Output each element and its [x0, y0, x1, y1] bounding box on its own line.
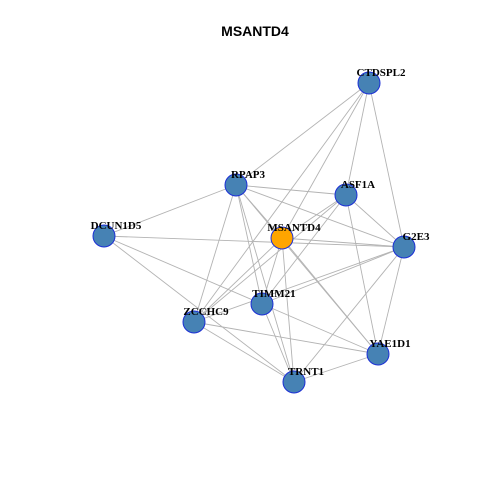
node-label-ctdspl2: CTDSPL2 — [357, 67, 406, 79]
edge-msantd4-trnt1 — [281, 237, 295, 383]
edge-asf1a-timm21 — [261, 194, 347, 305]
edge-rpap3-dcun1d5 — [103, 184, 237, 237]
node-label-timm21: TIMM21 — [252, 288, 295, 300]
edge-ctdspl2-zcchc9 — [193, 82, 370, 323]
node-label-yae1d1: YAE1D1 — [369, 338, 410, 350]
node-zcchc9[interactable] — [182, 310, 206, 334]
node-g2e3[interactable] — [392, 235, 416, 259]
edge-asf1a-zcchc9 — [193, 194, 347, 323]
edge-rpap3-timm21 — [235, 184, 263, 305]
node-asf1a[interactable] — [334, 183, 358, 207]
edge-ctdspl2-asf1a — [345, 82, 370, 196]
edge-rpap3-g2e3 — [235, 184, 405, 248]
edge-ctdspl2-msantd4 — [281, 82, 370, 239]
edge-asf1a-g2e3 — [345, 194, 405, 248]
edge-timm21-yae1d1 — [261, 303, 379, 355]
node-msantd4[interactable] — [270, 226, 294, 250]
edge-asf1a-yae1d1 — [345, 194, 379, 355]
node-timm21[interactable] — [250, 292, 274, 316]
node-label-g2e3: G2E3 — [403, 231, 430, 243]
edge-dcun1d5-g2e3 — [103, 235, 405, 248]
edge-ctdspl2-rpap3 — [235, 82, 370, 186]
edge-msantd4-g2e3 — [281, 237, 405, 248]
node-label-dcun1d5: DCUN1D5 — [91, 220, 142, 232]
node-ctdspl2[interactable] — [357, 71, 381, 95]
edge-g2e3-zcchc9 — [193, 246, 405, 323]
edge-asf1a-msantd4 — [281, 194, 347, 239]
edge-msantd4-yae1d1 — [281, 237, 379, 355]
edge-zcchc9-trnt1 — [193, 321, 295, 383]
edge-rpap3-trnt1 — [235, 184, 295, 383]
node-yae1d1[interactable] — [366, 342, 390, 366]
edge-g2e3-trnt1 — [293, 246, 405, 383]
node-trnt1[interactable] — [282, 370, 306, 394]
edge-trnt1-yae1d1 — [293, 353, 379, 383]
edge-dcun1d5-trnt1 — [103, 235, 295, 383]
edge-zcchc9-yae1d1 — [193, 321, 379, 355]
edge-timm21-trnt1 — [261, 303, 295, 383]
graph-title: MSANTD4 — [221, 23, 289, 39]
node-label-zcchc9: ZCCHC9 — [183, 306, 229, 318]
edge-rpap3-asf1a — [235, 184, 347, 196]
node-rpap3[interactable] — [224, 173, 248, 197]
edge-layer — [103, 82, 405, 383]
node-label-asf1a: ASF1A — [341, 179, 375, 191]
node-label-trnt1: TRNT1 — [288, 366, 324, 378]
node-layer — [92, 71, 416, 394]
node-label-rpap3: RPAP3 — [231, 169, 266, 181]
edge-g2e3-timm21 — [261, 246, 405, 305]
edge-g2e3-yae1d1 — [377, 246, 405, 355]
edge-ctdspl2-g2e3 — [368, 82, 405, 248]
edge-dcun1d5-timm21 — [103, 235, 263, 305]
node-dcun1d5[interactable] — [92, 224, 116, 248]
node-label-msantd4: MSANTD4 — [267, 222, 321, 234]
edge-msantd4-zcchc9 — [193, 237, 283, 323]
edge-rpap3-zcchc9 — [193, 184, 237, 323]
